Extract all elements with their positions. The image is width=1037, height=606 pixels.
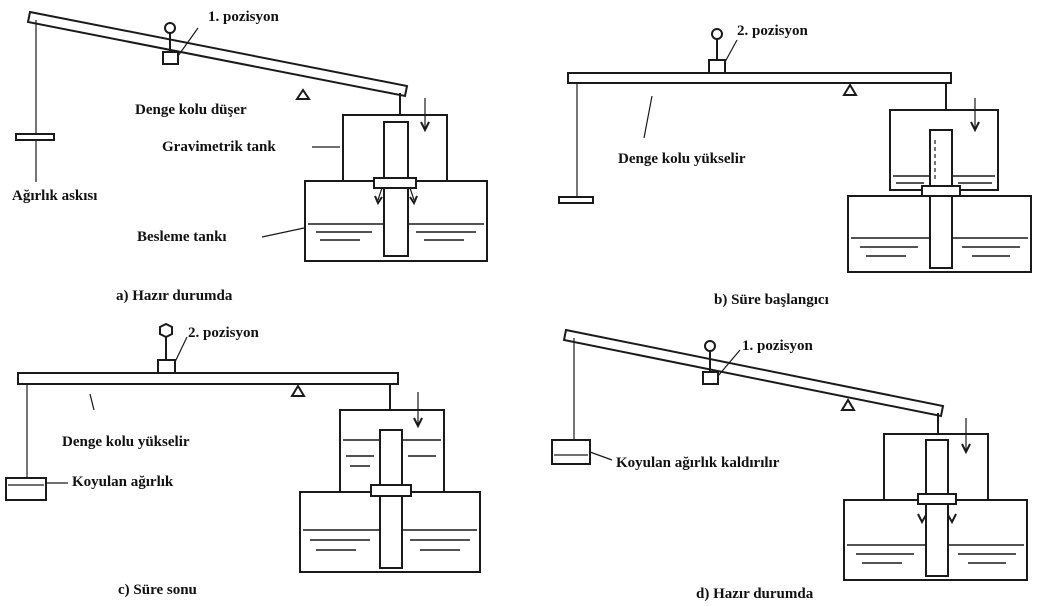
central-pipe (379, 429, 403, 569)
beam-pivot (842, 83, 858, 96)
feed-water (847, 544, 1024, 564)
feed-water (851, 237, 1028, 257)
weight-label: Koyulan ağırlık kaldırılır (616, 455, 780, 471)
panel-caption: c) Süre sonu (118, 582, 197, 598)
position-leader (174, 336, 188, 363)
inflow-arrow (970, 121, 980, 133)
beam-label: Denge kolu yükselir (62, 434, 190, 450)
beam-pivot (290, 384, 306, 397)
feed-water (303, 529, 477, 551)
panel-caption: d) Hazır durumda (696, 586, 814, 602)
hanger-label: Ağırlık askısı (12, 188, 97, 204)
central-pipe (929, 129, 953, 269)
valve-plug (917, 493, 957, 505)
inflow-arrow (413, 417, 423, 429)
tank-water (893, 175, 995, 184)
balance-beam (26, 10, 409, 98)
beam-pivot (840, 398, 856, 411)
tank-water (343, 439, 441, 467)
beam-label: Denge kolu düşer (135, 102, 247, 118)
panel-b: 2. pozisyon Denge kolu yükselir b) Süre … (558, 23, 1032, 308)
balance-beam (567, 72, 952, 84)
valve-plug (373, 177, 417, 189)
valve-plug (370, 484, 412, 497)
panel-a: 1. pozisyon Denge kolu düşer Gravimetrik… (12, 9, 488, 304)
rider (162, 22, 179, 65)
feed-water (308, 223, 484, 241)
panel-c: 2. pozisyon Denge kolu yükselir Koyulan … (5, 322, 481, 598)
position-leader (177, 27, 199, 57)
balance-beam (562, 328, 945, 418)
position-label: 1. pozisyon (742, 338, 814, 354)
removed-weight (551, 439, 591, 465)
panel-caption: a) Hazır durumda (116, 288, 233, 304)
panel-caption: b) Süre başlangıcı (714, 292, 829, 308)
position-leader (724, 39, 738, 63)
position-label: 1. pozisyon (208, 9, 280, 25)
inflow-arrow (961, 443, 971, 455)
gravimetric-label: Gravimetrik tank (162, 139, 276, 155)
rider (702, 340, 719, 385)
rider (708, 28, 726, 74)
balance-beam (17, 372, 399, 385)
added-weight (5, 477, 47, 501)
weight-hanger (15, 133, 55, 141)
position-label: 2. pozisyon (188, 325, 260, 341)
weight-hanger (558, 196, 594, 204)
rider (157, 322, 176, 374)
inflow-arrow (420, 121, 430, 133)
beam-pivot (295, 88, 311, 100)
position-label: 2. pozisyon (737, 23, 809, 39)
panel-d: 1. pozisyon Koyulan ağırlık kaldırılır d… (551, 328, 1028, 602)
beam-label: Denge kolu yükselir (618, 151, 746, 167)
feed-label: Besleme tankı (137, 229, 227, 245)
weight-label: Koyulan ağırlık (72, 474, 174, 490)
valve-plug (921, 185, 961, 197)
position-leader (717, 349, 741, 377)
central-pipe (925, 439, 949, 577)
